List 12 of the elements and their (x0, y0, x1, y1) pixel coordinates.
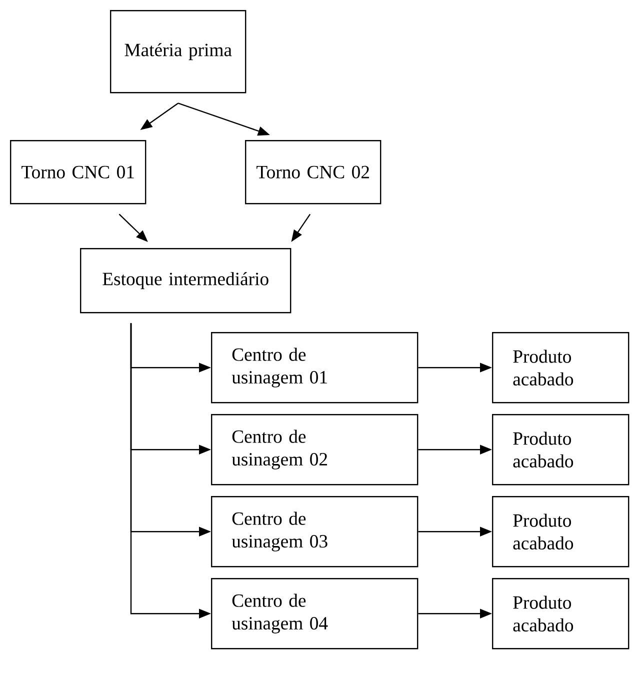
process-box: Produto acabado (492, 496, 630, 568)
process-box: Torno CNC 02 (245, 140, 382, 204)
process-box: Produto acabado (492, 332, 630, 404)
process-box: Centro de usinagem 03 (211, 496, 418, 568)
process-box: Torno CNC 01 (10, 140, 146, 204)
process-box: Matéria prima (110, 10, 246, 94)
process-box: Estoque intermediário (80, 248, 292, 314)
process-box: Centro de usinagem 02 (211, 414, 418, 486)
process-box: Centro de usinagem 04 (211, 578, 418, 650)
process-box: Centro de usinagem 01 (211, 332, 418, 404)
process-box: Produto acabado (492, 578, 630, 650)
process-box: Produto acabado (492, 414, 630, 486)
